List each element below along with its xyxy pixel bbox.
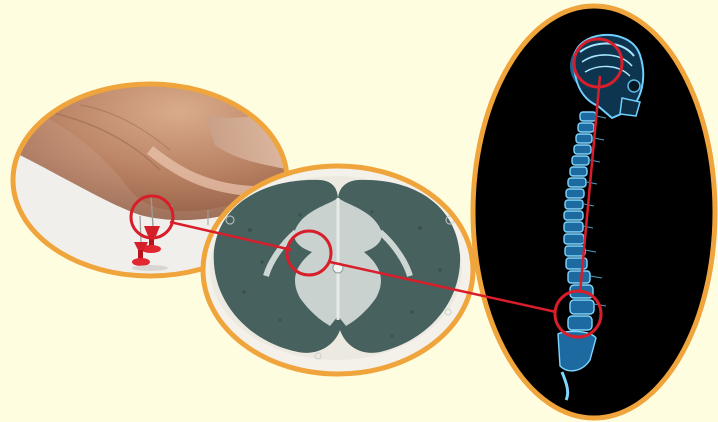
spinal-cord-cross-section [203, 166, 473, 374]
skeleton-xray [473, 6, 715, 418]
